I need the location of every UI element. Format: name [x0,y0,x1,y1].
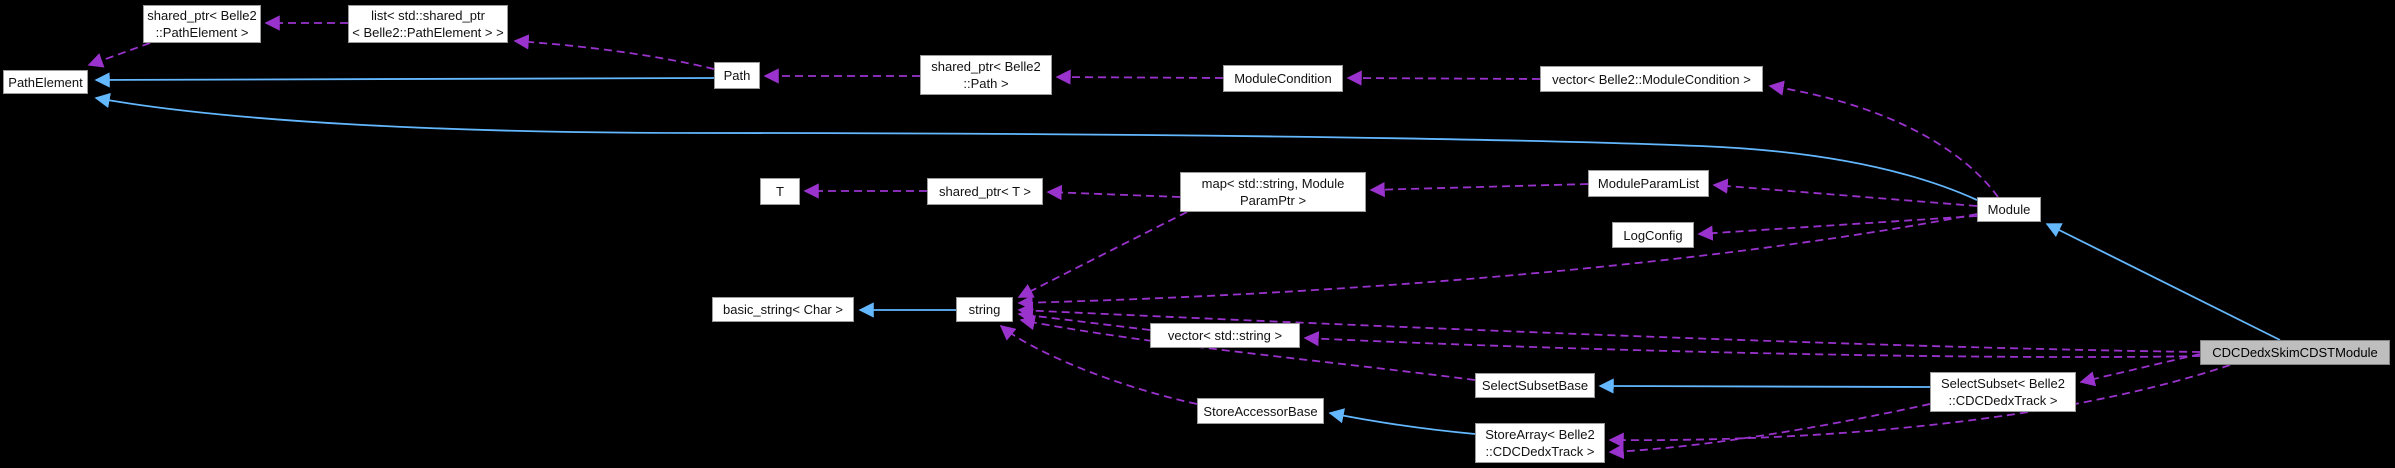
node-shared-ptr-path[interactable]: shared_ptr< Belle2 ::Path > [920,55,1052,95]
edge-vecstring-uses-string [1017,308,1151,331]
node-t-label: T [776,184,784,199]
node-cdcdedxskimcdstmodule-label: CDCDedxSkimCDSTModule [2212,345,2378,360]
node-shared-ptr-path-label: shared_ptr< Belle2 ::Path > [931,59,1041,91]
edge-modcond-uses-sptrpath [1055,69,1224,85]
node-modulecondition-label: ModuleCondition [1234,71,1332,86]
node-path-label: Path [723,68,751,83]
edge-map-uses-string [1017,211,1188,298]
node-shared-ptr-pathelement[interactable]: shared_ptr< Belle2 ::PathElement > [143,5,261,43]
node-selectsubsetbase[interactable]: SelectSubsetBase [1475,373,1595,398]
node-shared-ptr-t-label: shared_ptr< T > [938,184,1032,199]
node-vector-string[interactable]: vector< std::string > [1150,323,1300,348]
edge-path-inherits-pathelement [94,72,715,88]
edge-main-uses-string [1017,302,2201,353]
edge-main-inherits-module [2045,223,2281,341]
edge-module-uses-logconfig [1697,215,1978,241]
node-moduleparamlist-label: ModuleParamList [1597,176,1700,191]
edge-storeaccessorbase-uses-string [999,325,1198,405]
node-basic-string-char[interactable]: basic_string< Char > [712,297,854,322]
node-cdcdedxskimcdstmodule[interactable]: CDCDedxSkimCDSTModule [2200,340,2390,365]
node-map-string-moduleparamptr[interactable]: map< std::string, Module ParamPtr > [1180,172,1366,212]
node-vector-modulecondition-label: vector< Belle2::ModuleCondition > [1552,71,1751,87]
edge-main-uses-selectsubset [2079,353,2201,387]
edge-main-uses-vecstring [1303,331,2201,358]
edge-module-uses-moduleparamlist [1712,178,1978,207]
node-logconfig[interactable]: LogConfig [1612,222,1694,248]
edge-module-uses-string [1017,213,1978,311]
node-string-label: string [968,302,1001,317]
node-storearray-cdcdedxtrack[interactable]: StoreArray< Belle2 ::CDCDedxTrack > [1475,423,1605,463]
node-modulecondition[interactable]: ModuleCondition [1223,65,1343,92]
edge-selectsubsetbase-uses-string [1019,315,1476,381]
node-shared-ptr-pathelement-label: shared_ptr< Belle2 ::PathElement > [147,8,257,40]
edge-main-uses-storearray [1608,364,2231,448]
node-pathelement-label: PathElement [8,74,83,90]
node-list-shared-ptr-pathelement[interactable]: list< std::shared_ptr < Belle2::PathElem… [348,5,508,43]
node-selectsubset-cdcdedxtrack[interactable]: SelectSubset< Belle2 ::CDCDedxTrack > [1930,372,2076,412]
node-t[interactable]: T [760,178,800,205]
node-vector-modulecondition[interactable]: vector< Belle2::ModuleCondition > [1540,66,1763,92]
node-vector-string-label: vector< std::string > [1167,328,1283,343]
node-storearray-cdcdedxtrack-label: StoreArray< Belle2 ::CDCDedxTrack > [1485,427,1595,459]
node-string[interactable]: string [956,297,1013,322]
node-storeaccessorbase-label: StoreAccessorBase [1203,403,1318,419]
node-list-shared-ptr-pathelement-label: list< std::shared_ptr < Belle2::PathElem… [352,8,504,40]
edge-vecmodcond-uses-modcond [1346,70,1541,86]
node-basic-string-char-label: basic_string< Char > [723,302,843,317]
edge-sptrpe-uses-pathelement [87,42,151,68]
edge-storearray-inherits-storeaccessorbase [1328,408,1476,435]
edge-moduleparamlist-uses-map [1369,181,1589,198]
edge-map-uses-sptrt [1046,184,1181,201]
node-storeaccessorbase[interactable]: StoreAccessorBase [1197,398,1324,424]
node-selectsubset-cdcdedxtrack-label: SelectSubset< Belle2 ::CDCDedxTrack > [1941,376,2065,408]
node-map-string-moduleparamptr-label: map< std::string, Module ParamPtr > [1201,176,1345,208]
edge-path-uses-listpe [513,34,715,70]
node-module[interactable]: Module [1977,197,2041,222]
node-path[interactable]: Path [714,62,760,89]
node-shared-ptr-t[interactable]: shared_ptr< T > [927,178,1043,205]
node-module-label: Module [1987,202,2031,217]
node-selectsubsetbase-label: SelectSubsetBase [1481,378,1589,393]
node-moduleparamlist[interactable]: ModuleParamList [1588,170,1709,197]
edge-selectsubset-uses-storearray [1608,403,1931,460]
node-logconfig-label: LogConfig [1623,227,1683,243]
edge-selectsubset-inherits-selectsubsetbase [1598,378,1931,394]
edge-module-uses-vecmodcond [1768,80,1999,198]
node-pathelement[interactable]: PathElement [3,70,88,94]
edge-module-inherits-pathelement [94,92,1978,201]
